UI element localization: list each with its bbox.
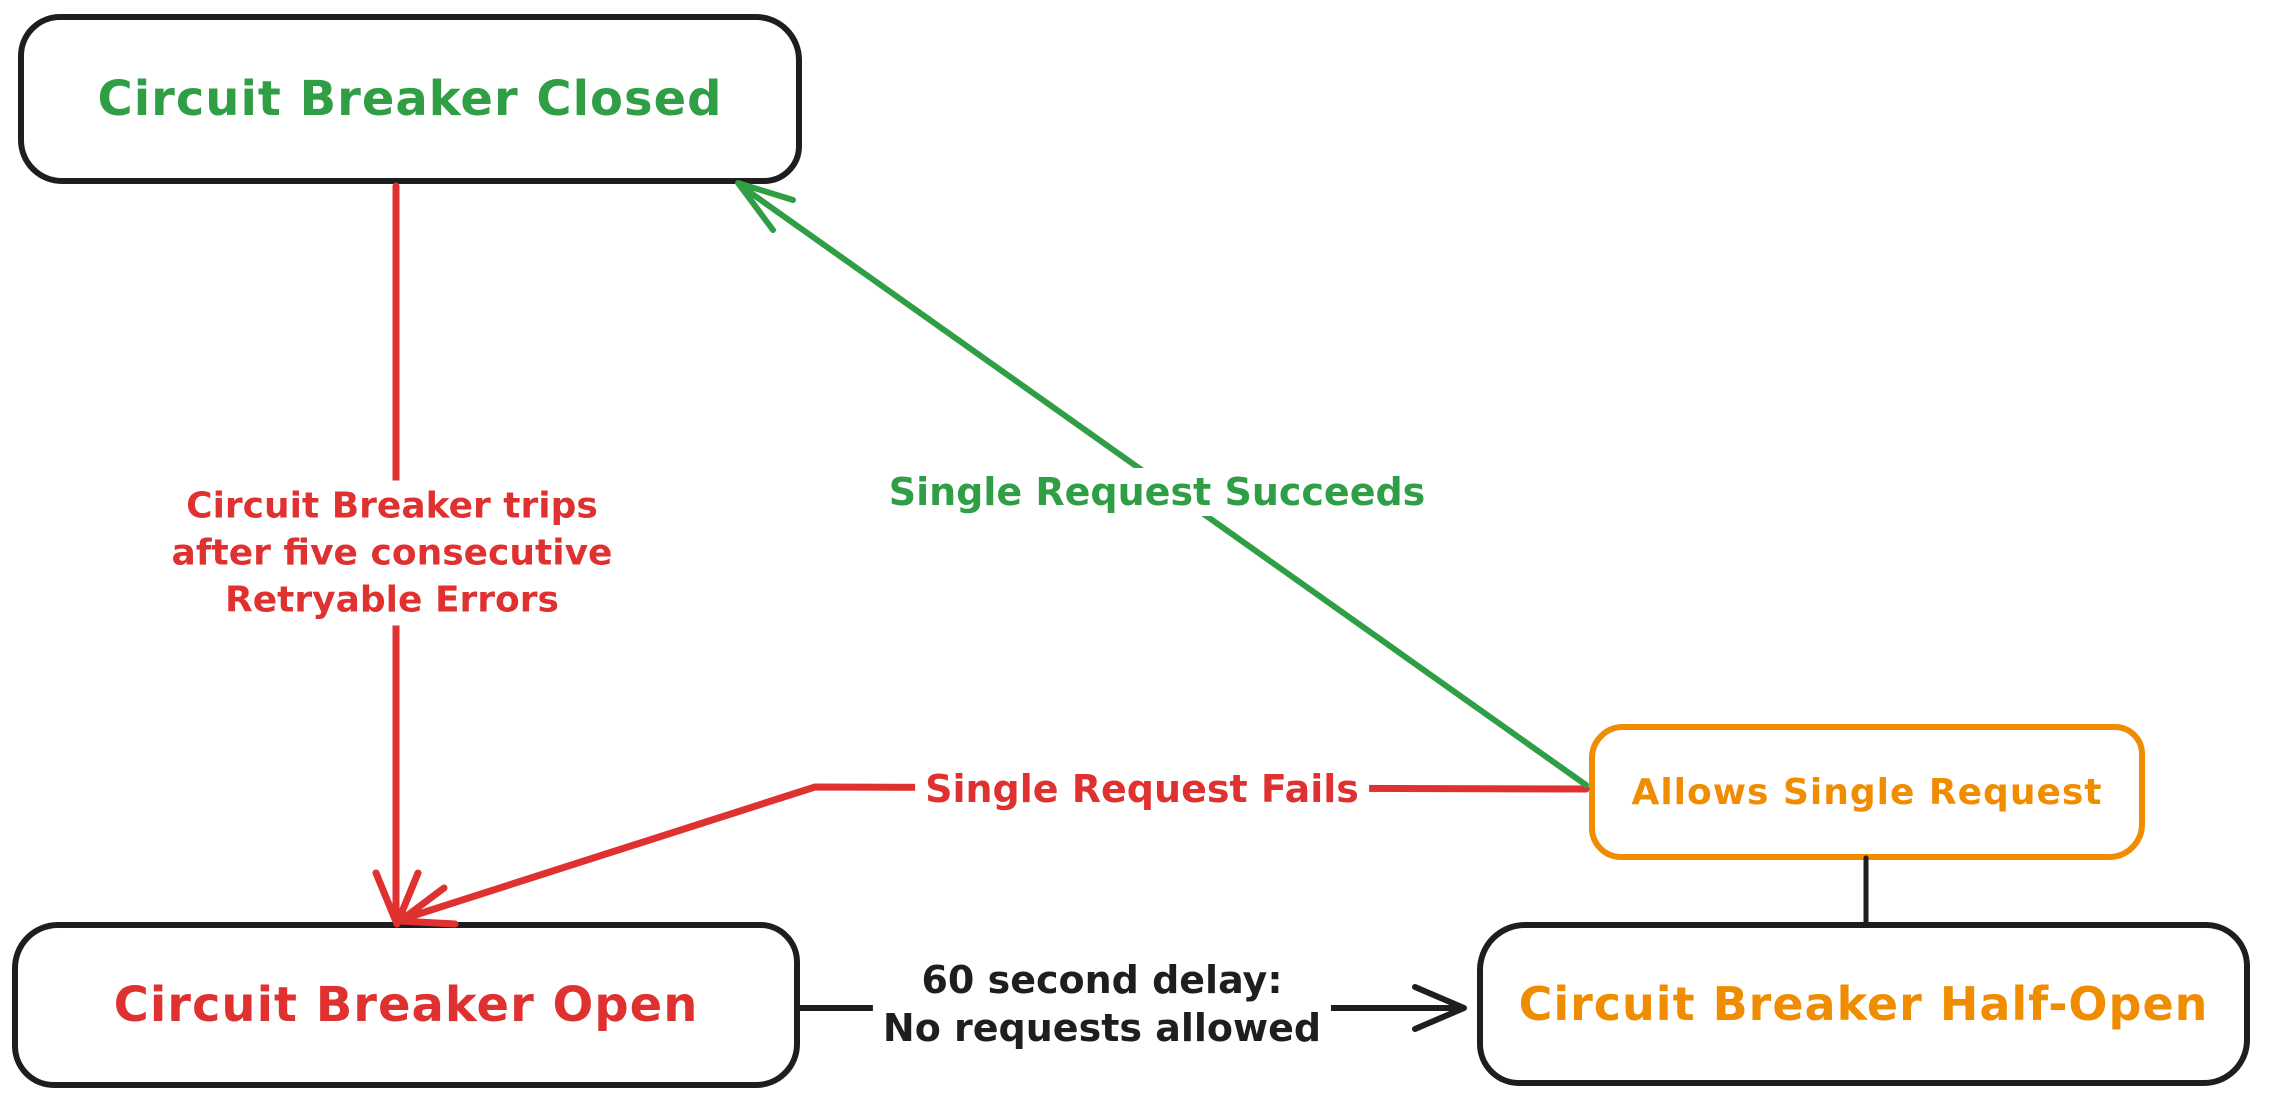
edge-label-succeeds: Single Request Succeeds xyxy=(878,468,1436,516)
edge-label-delay: 60 second delay: No requests allowed xyxy=(872,954,1332,1054)
edge-label-trip-line-2: after five consecutive xyxy=(171,532,613,574)
edge-delay-arrowhead xyxy=(1412,984,1467,1032)
edge-succeeds-arrowhead xyxy=(735,180,796,233)
node-circuit-breaker-closed-label: Circuit Breaker Closed xyxy=(97,71,723,127)
node-circuit-breaker-half-open: Circuit Breaker Half-Open xyxy=(1477,922,2250,1086)
node-circuit-breaker-closed: Circuit Breaker Closed xyxy=(18,14,802,184)
edge-label-delay-line-1: 60 second delay: xyxy=(921,958,1283,1002)
edge-label-trip-line-1: Circuit Breaker trips xyxy=(186,485,598,527)
edge-label-delay-line-2: No requests allowed xyxy=(882,1006,1322,1050)
edge-trip-arrowhead xyxy=(372,869,422,928)
edge-label-trip: Circuit Breaker trips after five consecu… xyxy=(161,480,623,626)
edge-label-fails: Single Request Fails xyxy=(915,765,1369,813)
node-circuit-breaker-half-open-label: Circuit Breaker Half-Open xyxy=(1518,977,2209,1031)
node-circuit-breaker-open-label: Circuit Breaker Open xyxy=(113,977,699,1033)
edge-label-trip-line-3: Retryable Errors xyxy=(225,579,559,621)
node-allows-single-request-label: Allows Single Request xyxy=(1631,771,2103,813)
edge-fails-arrowhead xyxy=(396,884,459,928)
node-circuit-breaker-open: Circuit Breaker Open xyxy=(12,922,800,1088)
node-allows-single-request: Allows Single Request xyxy=(1589,724,2145,860)
